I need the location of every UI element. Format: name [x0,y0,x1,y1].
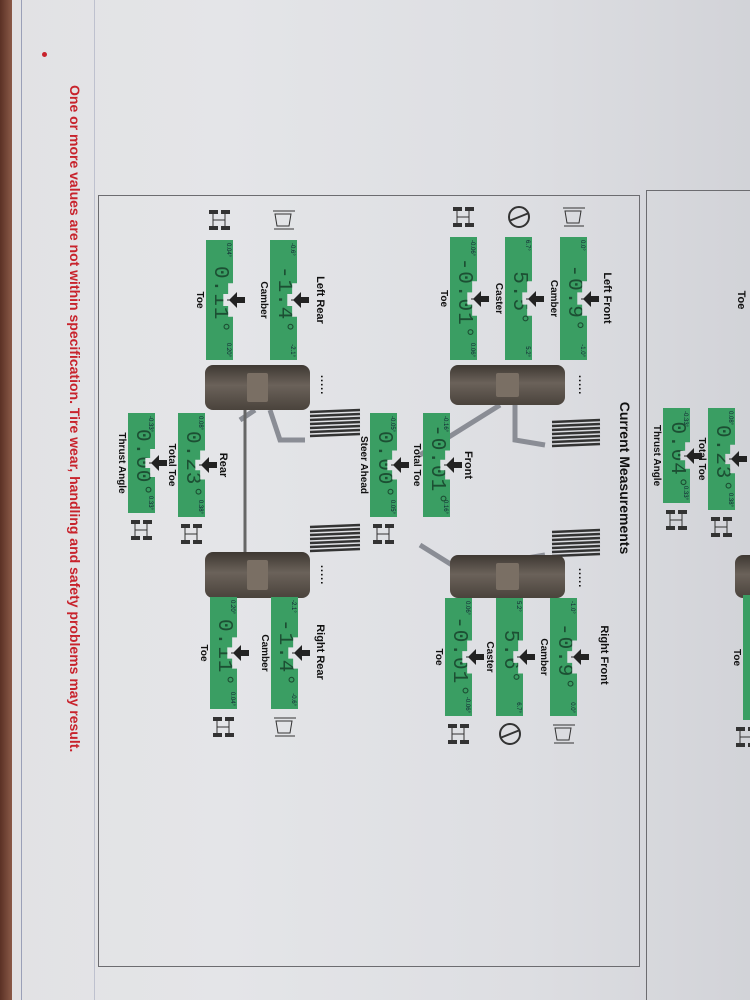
rf-camber-gauge: -1.0°0.0°-0.9°Camber [529,598,589,716]
rear-total-toe-gauge: 0.08°0.38°0.23°Total Toe [157,413,217,517]
camber-icon [271,208,297,232]
gauge-label: Toe [438,289,449,308]
previous-toe-label: Toe [735,290,747,310]
toe-icon [211,715,237,739]
gauge-label: Toe [194,291,205,309]
right-front-title: Right Front [598,625,610,685]
arrow-down-icon [568,649,589,665]
thrust-angle-gauge: -0.33°0.33°0.00°Thrust Angle [107,413,167,513]
rr-camber-gauge: -2.1°-0.6°-1.4°Camber [250,597,310,709]
arrow-down-icon [289,645,310,661]
caster-icon [506,205,532,229]
right-front-wheel [450,555,565,598]
caster-icon [497,722,523,746]
arrow-down-icon [146,455,167,471]
toe-icon [207,208,233,232]
left-rear-title: Left Rear [314,276,326,324]
lr-camber-gauge: -0.6°-2.1°-1.4°Camber [249,240,309,360]
arrow-down-icon [388,457,409,473]
arrow-down-icon [288,292,309,308]
top-right-toe-gauge: 0.08°Toe [722,595,750,720]
rr-toe-gauge: 0.20°0.04°0.11°Toe [189,597,249,709]
arrow-down-icon [224,292,245,308]
gauge-label: Camber [538,638,549,676]
rf-toe-gauge: 0.06°-0.06°-0.01°Toe [424,598,484,716]
gauge-bar: 0.08° [743,595,750,720]
arrow-down-icon [196,457,217,473]
total-toe-icon [179,522,205,546]
gauge-label: Camber [258,281,269,319]
arrow-down-icon [523,290,544,307]
section-title: Current Measurements [617,401,633,555]
dots: ..... [318,565,330,586]
arrow-down-icon [726,451,747,467]
rf-caster-gauge: 5.2°6.7°5.6°Caster [475,598,535,716]
wheel [735,555,750,598]
lf-caster-gauge: 6.7°5.2°5.5°Caster [484,237,544,360]
gauge-label: Toe [198,644,209,662]
arrow-down-icon [578,290,599,307]
front-total-toe-gauge: -0.16°0.16°-0.01°Total Toe [402,413,462,517]
gauge-label: Steer Ahead [358,436,369,494]
steer-ahead-icon [371,522,397,546]
right-rear-title: Right Rear [314,624,326,680]
total-toe-icon [709,515,735,539]
gauge-value: 0.08° [745,623,750,692]
lr-toe-gauge: 0.04°0.20°0.11°Toe [185,240,245,360]
gauge-label: Thrust Angle [651,424,662,487]
thrust-angle-icon [129,518,155,542]
gauge-label: Toe [433,648,444,666]
arrow-down-icon [681,447,702,464]
left-rear-wheel [205,365,310,410]
arrow-down-icon [463,649,484,665]
front-axle-title: Front [462,450,474,480]
camber-icon [561,205,587,229]
toe-icon [451,205,477,229]
thrust-angle-icon [664,508,690,532]
toe-icon [734,725,750,749]
gauge-label: Total Toe [411,443,422,487]
bullet-icon [42,52,47,57]
table-edge [0,0,12,1000]
left-front-title: Left Front [601,272,613,324]
gauge-label: Total Toe [166,443,177,487]
steer-ahead-gauge: -0.05°0.05°0.00°Steer Ahead [349,413,409,517]
specification-warning: One or more values are not within specif… [67,85,83,753]
gauge-label: Caster [484,641,495,673]
lf-toe-gauge: -0.06°0.06°-0.01°Toe [429,237,489,360]
dots: ..... [318,375,330,396]
gauge-label: Camber [259,634,270,672]
gauge-label: Thrust Angle [116,432,127,494]
margin-line [21,0,22,1000]
right-rear-wheel [205,552,310,598]
dots: ..... [576,568,588,589]
arrow-down-icon [514,649,535,665]
dots: ..... [576,375,588,396]
rear-axle-title: Rear [217,452,229,478]
arrow-down-icon [441,457,462,473]
left-front-wheel [450,365,565,405]
gauge-label: Caster [493,282,504,315]
arrow-down-icon [228,645,249,661]
camber-icon [551,722,577,746]
gauge-label: Camber [548,279,559,318]
top-thrust-angle-gauge: -0.33°0.33°0.04°Thrust Angle [642,408,702,503]
gauge-label: Toe [731,648,742,667]
top-total-toe-gauge: 0.08°0.38°0.23°Total Toe [687,408,747,510]
margin-line [94,0,95,1000]
arrow-down-icon [468,290,489,307]
lf-camber-gauge: 0.0°-1.0°-0.9°Camber [539,237,599,360]
camber-icon [272,715,298,739]
toe-icon [446,722,472,746]
